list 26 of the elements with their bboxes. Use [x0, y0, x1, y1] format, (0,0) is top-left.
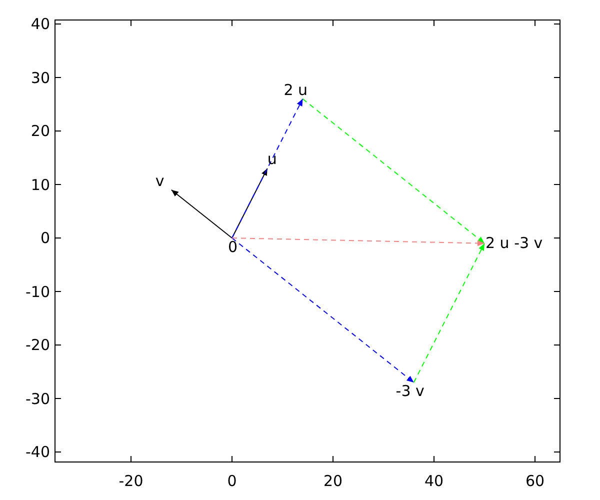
x-tick-label: 40	[424, 472, 444, 490]
point-label: 2 u	[284, 80, 308, 99]
point-label: v	[155, 172, 164, 190]
y-tick-label: 30	[30, 68, 50, 86]
vector-arrow	[232, 98, 304, 238]
vector-arrow	[413, 242, 485, 383]
y-tick-label: -40	[26, 443, 50, 461]
vector-arrow	[232, 238, 485, 246]
vector-arrow	[232, 238, 414, 383]
y-tick-label: 10	[30, 176, 50, 194]
point-label: 2 u -3 v	[486, 234, 543, 252]
y-tick-label: -10	[26, 282, 50, 300]
x-tick-label: -20	[118, 472, 144, 490]
y-tick-label: 20	[30, 122, 50, 140]
x-tick-label: 60	[525, 472, 545, 490]
y-tick-label: -20	[26, 336, 50, 354]
y-tick-label: 0	[40, 229, 50, 247]
point-label: -3 v	[396, 382, 424, 400]
x-tick-label: 0	[227, 472, 237, 490]
point-label: u	[267, 150, 277, 168]
y-tick-label: 40	[30, 15, 50, 33]
x-tick-label: 20	[323, 472, 343, 490]
vector-arrow	[302, 98, 485, 244]
vector-arrow	[170, 189, 232, 238]
point-label: 0	[228, 238, 238, 256]
y-tick-label: -30	[26, 390, 50, 408]
